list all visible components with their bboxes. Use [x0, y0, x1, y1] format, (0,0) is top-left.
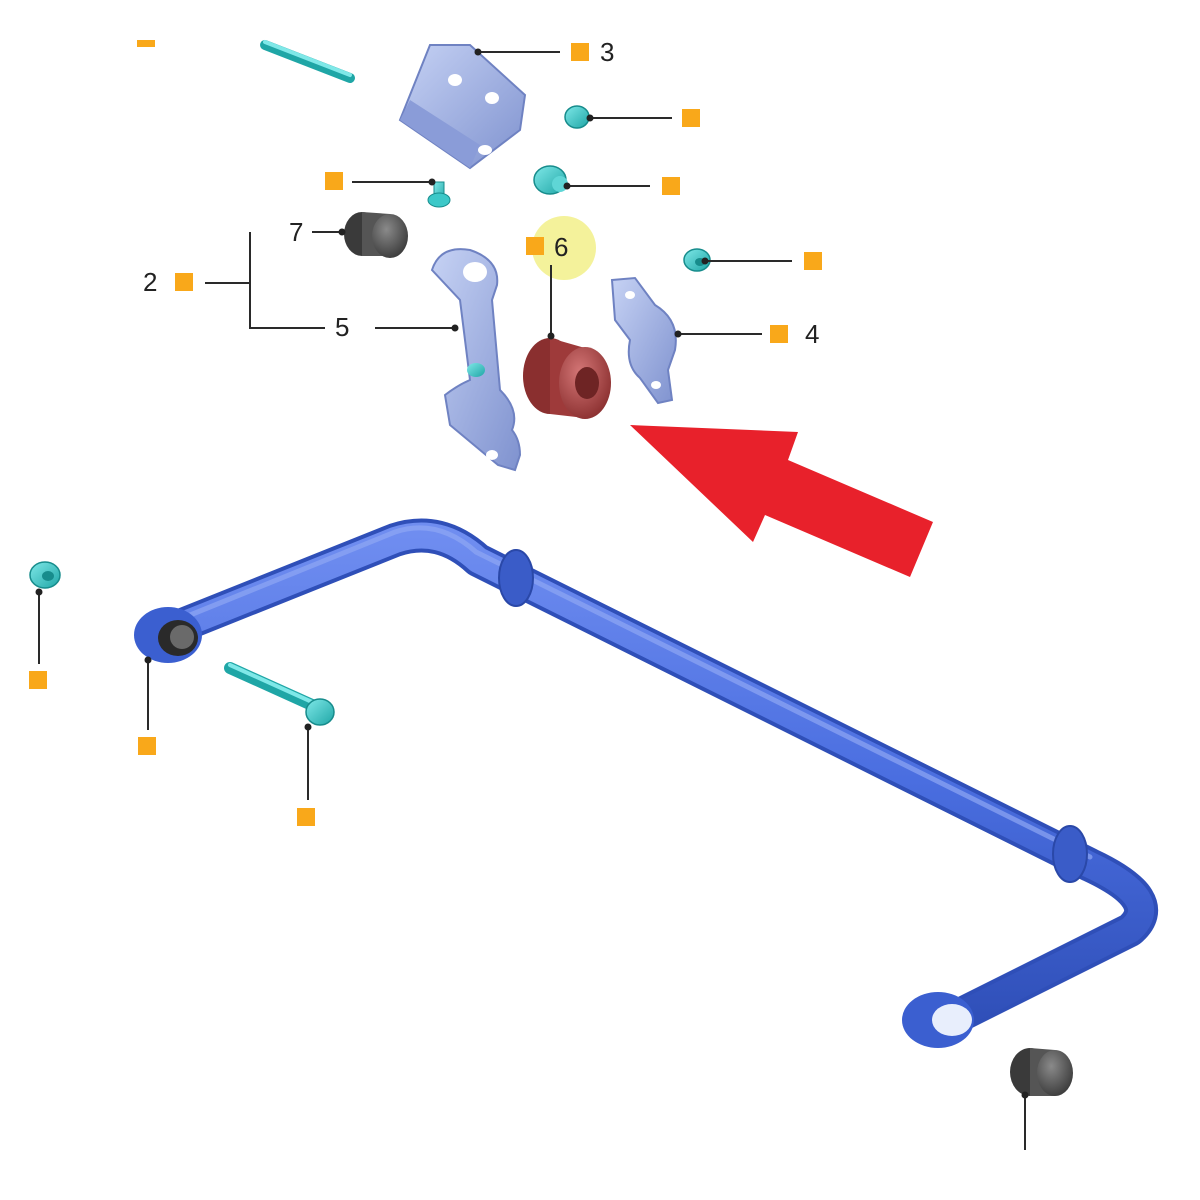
flange-nut [533, 165, 568, 195]
square-marker-icon [325, 172, 343, 190]
grey-bushing-top [344, 212, 408, 258]
callout-5: 5 [335, 312, 349, 342]
nut-right [683, 248, 711, 272]
highlighted-bushing [523, 338, 611, 419]
square-marker-icon [770, 325, 788, 343]
callout-7: 7 [289, 217, 303, 247]
square-marker-icon [682, 109, 700, 127]
link-bracket [430, 248, 522, 472]
nut-far-left [29, 561, 61, 589]
red-pointer-arrow-icon [630, 425, 933, 577]
leader-lines [38, 51, 1026, 1150]
bolt-top-left [260, 40, 355, 83]
callout-3: 3 [600, 37, 614, 67]
bolt-lower-left [224, 662, 335, 726]
callout-2: 2 [143, 267, 157, 297]
mounting-bracket [398, 44, 527, 170]
grey-bushing-bottom [1010, 1048, 1073, 1096]
square-marker-icon [297, 808, 315, 826]
square-marker-icon [662, 177, 680, 195]
callout-6: 6 [554, 232, 568, 262]
highlight-circle [532, 216, 596, 280]
stabilizer-bar [134, 518, 1158, 1048]
nut-upper-right [564, 105, 590, 129]
square-marker-icon [804, 252, 822, 270]
clamp [610, 276, 677, 405]
square-markers [29, 40, 822, 826]
square-marker-icon [29, 671, 47, 689]
callout-4: 4 [805, 319, 819, 349]
leader-dots [35, 48, 1029, 1099]
small-bolt [427, 181, 451, 208]
square-marker-icon [137, 40, 155, 47]
square-marker-icon [175, 273, 193, 291]
square-marker-icon [138, 737, 156, 755]
square-marker-icon [571, 43, 589, 61]
square-marker-icon [526, 237, 544, 255]
